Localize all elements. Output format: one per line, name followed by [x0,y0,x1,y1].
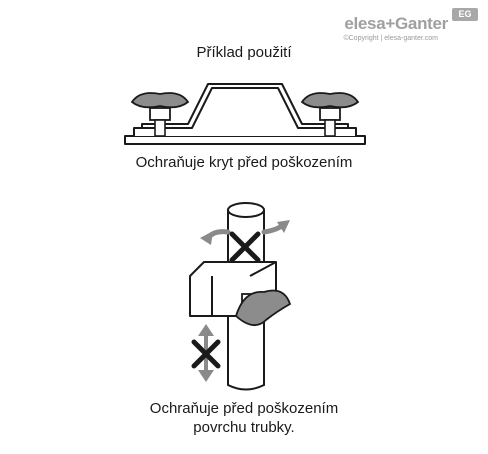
logo-badge: EG [452,8,478,21]
left-knob-icon [130,92,190,137]
no-slide-cross-icon [191,339,221,369]
caption-tube-line2: povrchu trubky. [193,419,295,436]
caption-tube-line1: Ochraňuje před poškozením [149,400,339,417]
page-heading: Příklad použití [196,44,292,61]
clamp-knob-icon [234,289,292,326]
logo-copyright: ©Copyright | elesa-ganter.com [343,35,438,42]
brand-logo: elesa+Ganter EG ©Copyright | elesa-gante… [308,6,478,46]
cover-illustration [124,83,366,145]
tube-illustration [189,202,292,391]
caption-cover-protection: Ochraňuje kryt před poškozením [135,154,353,171]
no-rotation-cross-icon [229,231,261,263]
logo-wordmark: elesa+Ganter [344,14,448,33]
right-knob-icon [300,92,360,137]
